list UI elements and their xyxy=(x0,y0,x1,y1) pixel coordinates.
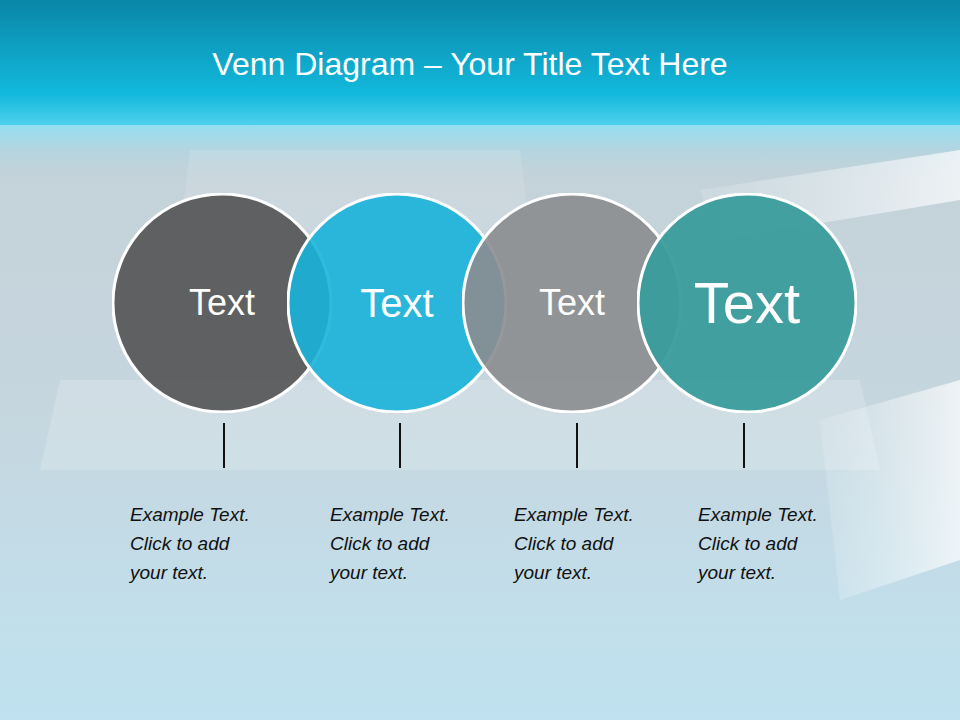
leader-line xyxy=(576,423,578,468)
venn-circle-node: TextExample Text. Click to add your text… xyxy=(637,193,857,593)
circle-outline xyxy=(638,194,856,412)
circle-label: Text xyxy=(637,270,857,337)
leader-line xyxy=(223,423,225,468)
example-text: Example Text. Click to add your text. xyxy=(130,500,270,587)
example-text: Example Text. Click to add your text. xyxy=(330,500,470,587)
example-text: Example Text. Click to add your text. xyxy=(698,500,838,587)
leader-line xyxy=(399,423,401,468)
header-band xyxy=(0,0,960,125)
slide-title: Venn Diagram – Your Title Text Here xyxy=(0,44,940,84)
example-text: Example Text. Click to add your text. xyxy=(514,500,654,587)
leader-lines xyxy=(224,423,744,468)
leader-line xyxy=(743,423,745,468)
